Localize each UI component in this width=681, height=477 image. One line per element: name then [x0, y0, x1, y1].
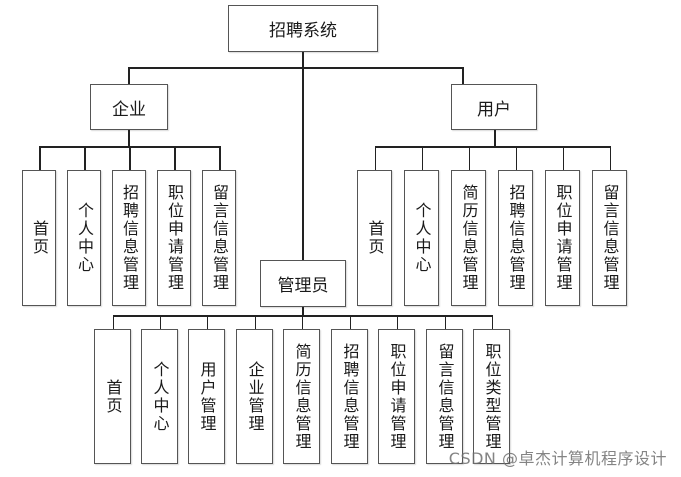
user-child-node: 留言信息管理 [592, 170, 627, 306]
enterprise-child-label: 招聘信息管理 [120, 184, 139, 292]
enterprise-child-connector [39, 146, 41, 170]
enterprise-child-connector [84, 146, 86, 170]
admin-child-node: 职位类型管理 [473, 329, 510, 464]
admin-node: 管理员 [260, 260, 346, 307]
admin-child-connector [206, 315, 208, 329]
user-child-node: 个人中心 [404, 170, 439, 306]
watermark: CSDN @卓杰计算机程序设计 [448, 449, 667, 468]
admin-child-connector [444, 315, 446, 329]
admin-child-label: 用户管理 [197, 360, 217, 433]
enterprise-stem-line [128, 130, 130, 146]
admin-label: 管理员 [277, 276, 329, 296]
admin-child-connector [349, 315, 351, 329]
user-stem-line [494, 130, 496, 146]
enterprise-label: 企业 [112, 99, 146, 120]
admin-child-label: 招聘信息管理 [340, 342, 360, 451]
enterprise-child-node: 首页 [22, 170, 56, 306]
user-child-node: 招聘信息管理 [498, 170, 533, 306]
enterprise-child-label: 首页 [30, 220, 49, 256]
admin-child-label: 职位申请管理 [387, 342, 407, 451]
enterprise-drop-line [128, 67, 130, 84]
admin-child-node: 招聘信息管理 [331, 329, 368, 464]
admin-child-node: 用户管理 [188, 329, 225, 464]
admin-child-connector [112, 315, 114, 329]
trunk-line [302, 52, 304, 260]
admin-child-node: 简历信息管理 [283, 329, 320, 464]
user-child-label: 招聘信息管理 [506, 184, 526, 292]
top-bus-line [128, 67, 464, 69]
admin-child-label: 首页 [103, 378, 123, 415]
user-drop-line [462, 67, 464, 84]
admin-child-node: 企业管理 [236, 329, 273, 464]
user-child-label: 留言信息管理 [600, 184, 620, 292]
admin-child-node: 留言信息管理 [426, 329, 463, 464]
user-child-node: 首页 [357, 170, 392, 306]
user-child-connector [421, 146, 423, 170]
admin-child-label: 职位类型管理 [482, 342, 502, 451]
admin-child-node: 职位申请管理 [378, 329, 415, 464]
enterprise-child-node: 招聘信息管理 [112, 170, 146, 306]
admin-child-label: 简历信息管理 [292, 342, 312, 451]
enterprise-child-label: 职位申请管理 [165, 184, 184, 292]
enterprise-child-node: 留言信息管理 [202, 170, 236, 306]
admin-child-connector [159, 315, 161, 329]
admin-stem-line [302, 307, 304, 315]
enterprise-child-node: 职位申请管理 [157, 170, 191, 306]
root-node: 招聘系统 [228, 5, 378, 52]
root-label: 招聘系统 [269, 21, 337, 41]
admin-child-connector [491, 315, 493, 329]
user-child-connector [374, 146, 376, 170]
admin-child-label: 留言信息管理 [435, 342, 455, 451]
user-child-label: 简历信息管理 [459, 184, 479, 292]
enterprise-child-label: 留言信息管理 [210, 184, 229, 292]
user-node: 用户 [451, 84, 537, 130]
user-child-connector [515, 146, 517, 170]
user-child-label: 个人中心 [412, 202, 432, 274]
enterprise-child-node: 个人中心 [67, 170, 101, 306]
admin-child-node: 首页 [94, 329, 131, 464]
enterprise-child-connector [219, 146, 221, 170]
enterprise-child-label: 个人中心 [75, 202, 94, 274]
user-label: 用户 [477, 99, 511, 120]
enterprise-child-connector [129, 146, 131, 170]
user-bus-line [374, 146, 611, 148]
user-child-label: 首页 [365, 220, 385, 256]
user-child-label: 职位申请管理 [553, 184, 573, 292]
admin-child-connector [254, 315, 256, 329]
admin-child-connector [301, 315, 303, 329]
user-child-node: 简历信息管理 [451, 170, 486, 306]
enterprise-node: 企业 [90, 84, 168, 130]
admin-child-node: 个人中心 [141, 329, 178, 464]
user-child-connector [468, 146, 470, 170]
user-child-connector [562, 146, 564, 170]
admin-child-label: 个人中心 [150, 360, 170, 433]
admin-child-connector [396, 315, 398, 329]
enterprise-child-connector [174, 146, 176, 170]
user-child-connector [609, 146, 611, 170]
admin-child-label: 企业管理 [245, 360, 265, 433]
user-child-node: 职位申请管理 [545, 170, 580, 306]
